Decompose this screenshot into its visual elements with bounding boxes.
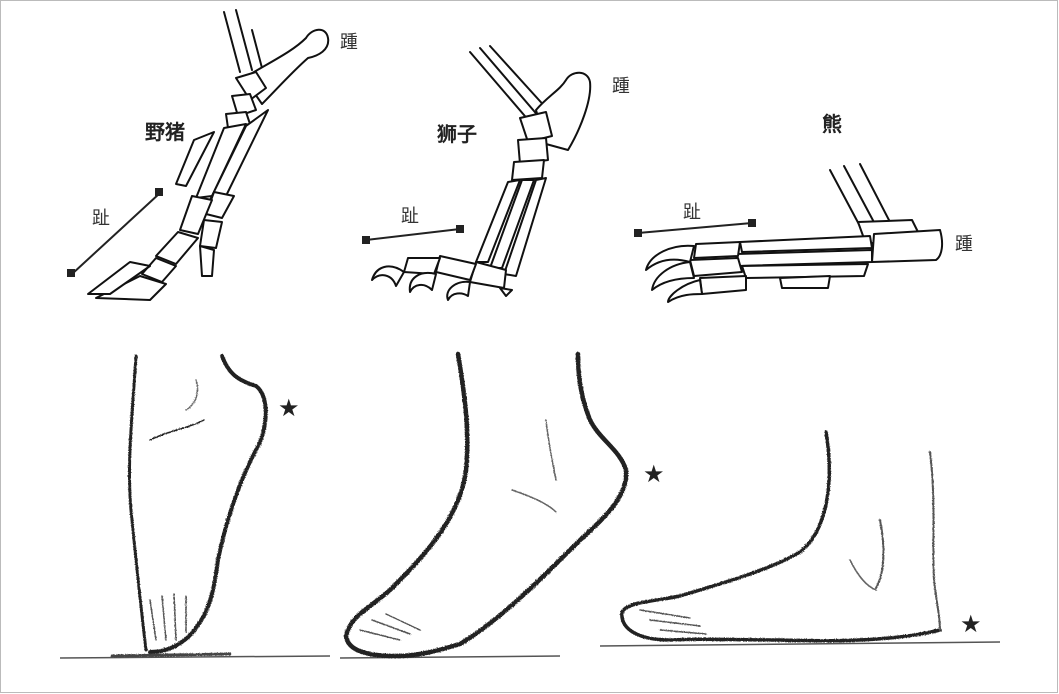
lion-leg-skeleton: [372, 46, 590, 300]
boar-leg-skeleton: [88, 10, 328, 300]
lion-heel-label: 踵: [612, 72, 630, 98]
human-foot-heel-raised: [346, 354, 626, 656]
boar-label: 野猪: [145, 116, 185, 145]
boar-toe-label: 趾: [92, 204, 110, 230]
boar-toe-measure: [68, 189, 162, 276]
lion-toe-label: 趾: [401, 202, 419, 228]
human-foot-flat: [622, 432, 940, 641]
bear-toe-label: 趾: [683, 198, 701, 224]
heel-marker-star: ★: [960, 610, 982, 638]
human-foot-tiptoe: [112, 356, 266, 656]
lion-toe-measure: [363, 226, 463, 243]
bear-label: 熊: [822, 108, 842, 137]
heel-marker-star: ★: [643, 460, 665, 488]
bear-leg-skeleton: [646, 164, 942, 302]
heel-marker-star: ★: [278, 394, 300, 422]
boar-heel-label: 踵: [340, 28, 358, 54]
bear-heel-label: 踵: [955, 230, 973, 256]
lion-label: 狮子: [437, 118, 477, 147]
